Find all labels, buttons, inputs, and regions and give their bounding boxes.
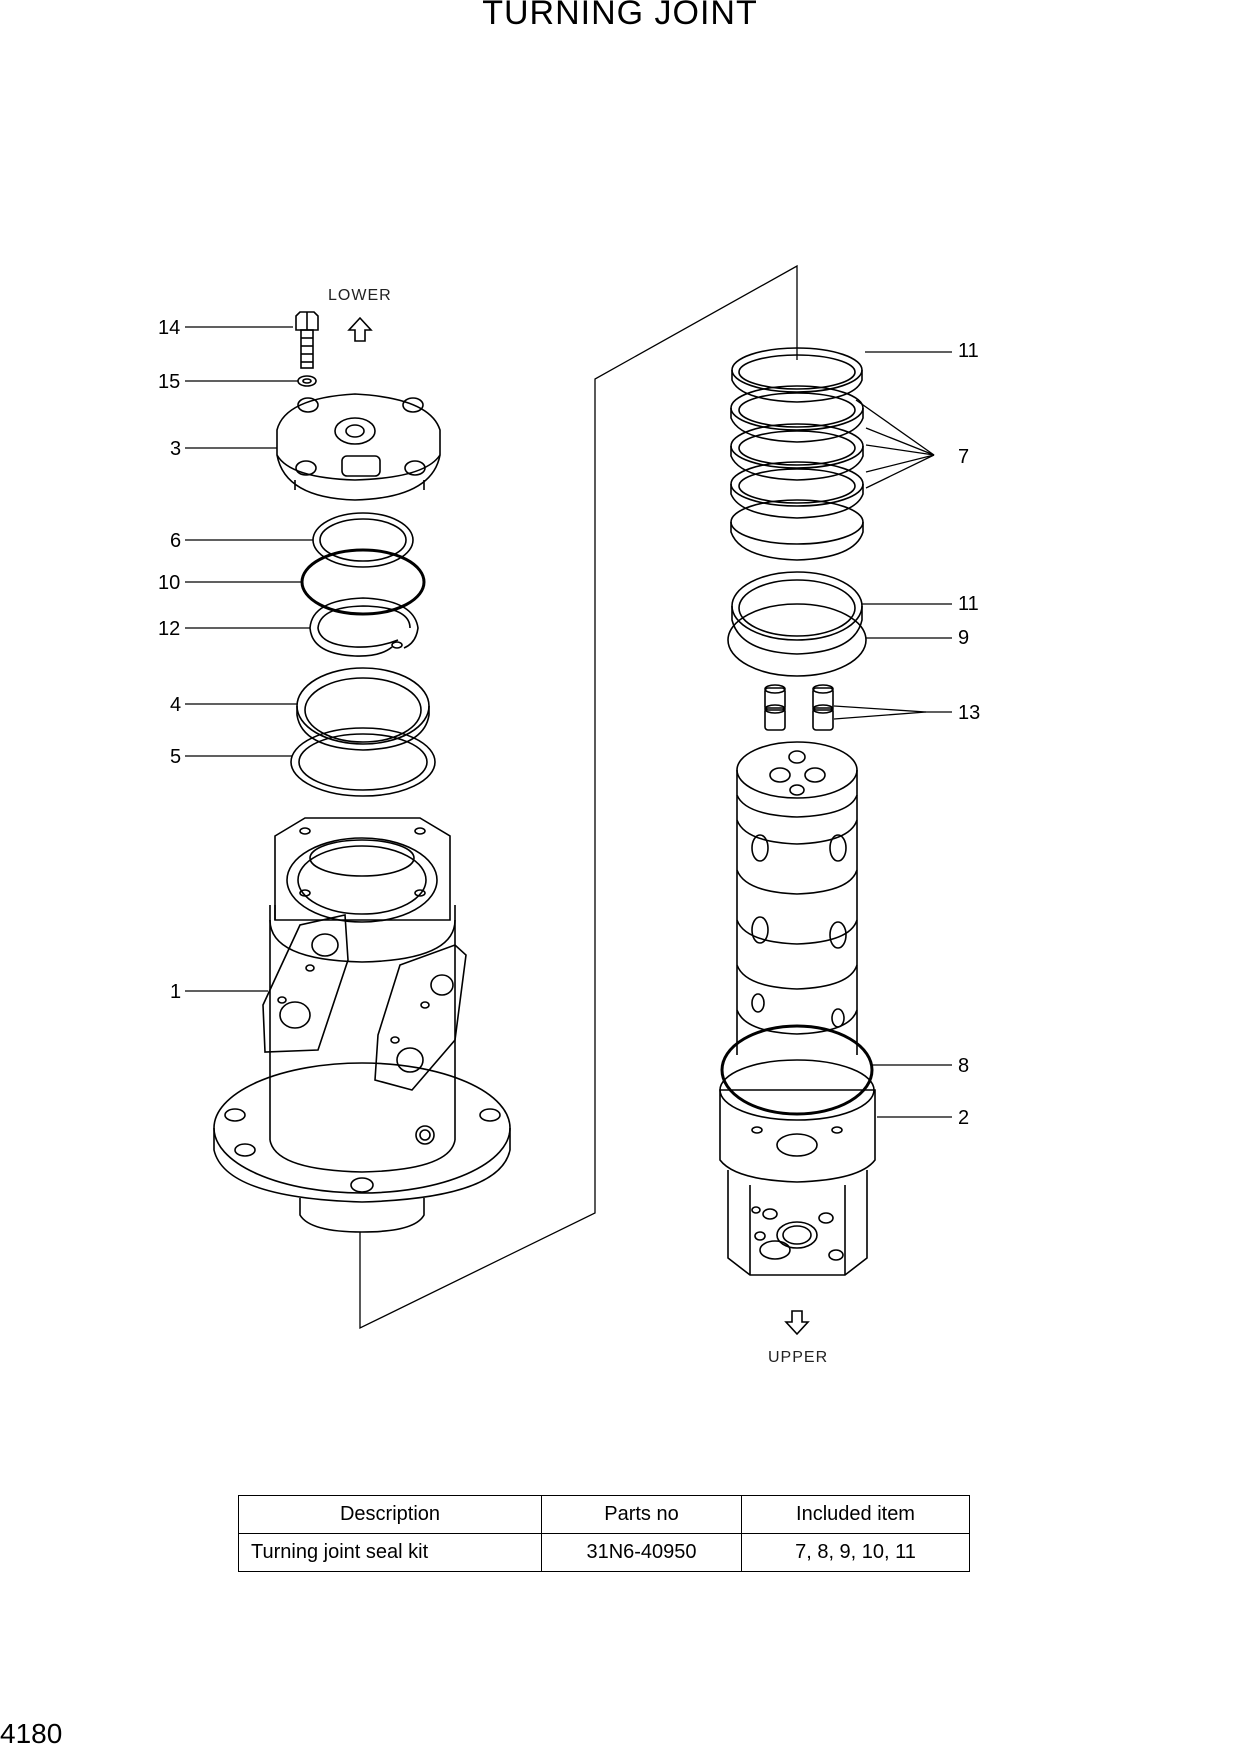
- table-header-row: Description Parts no Included item: [238, 1495, 970, 1534]
- callout-14: 14: [158, 317, 180, 339]
- down-arrow-icon: [784, 1310, 810, 1336]
- lower-direction: LOWER: [328, 287, 392, 342]
- callout-9: 9: [958, 627, 969, 649]
- part-6-ring: [312, 512, 414, 568]
- header-description: Description: [238, 1495, 542, 1534]
- up-arrow-icon: [347, 316, 373, 342]
- part-4-ring: [296, 667, 430, 751]
- part-1-hub: [213, 817, 511, 1233]
- cell-included-item: 7, 8, 9, 10, 11: [741, 1533, 970, 1572]
- callout-7: 7: [958, 446, 969, 468]
- callout-4: 4: [170, 694, 181, 716]
- part-8-o-ring: [720, 1024, 874, 1116]
- part-7-11-ring-stack: [730, 347, 864, 561]
- cell-description: Turning joint seal kit: [238, 1533, 542, 1572]
- part-10-o-ring: [300, 548, 426, 616]
- seal-kit-table: Description Parts no Included item Turni…: [238, 1495, 970, 1572]
- page-title: TURNING JOINT: [482, 0, 758, 32]
- part-15-washer: [297, 375, 317, 387]
- part-14-bolt: [295, 311, 319, 369]
- part-5-shim: [290, 727, 436, 797]
- table-row: Turning joint seal kit 31N6-40950 7, 8, …: [238, 1533, 970, 1572]
- callout-6: 6: [170, 530, 181, 552]
- cell-parts-no: 31N6-40950: [541, 1533, 742, 1572]
- callout-5: 5: [170, 746, 181, 768]
- callout-11-lower: 11: [958, 593, 979, 615]
- assembly-connector-line: [359, 264, 798, 1330]
- part-12-retaining-ring: [309, 597, 419, 657]
- callout-10: 10: [158, 572, 180, 594]
- callout-13: 13: [958, 702, 980, 724]
- callout-8: 8: [958, 1055, 969, 1077]
- callout-11-top: 11: [958, 340, 979, 362]
- lower-label: LOWER: [328, 287, 392, 304]
- callout-labels: 14 15 3 6 10 12 4 5 1 11 7 11 9 13 8 2: [158, 317, 980, 1129]
- callout-15: 15: [158, 371, 180, 393]
- part-13-plugs: [764, 684, 834, 731]
- page-number: 4180: [0, 1718, 63, 1749]
- callout-3: 3: [170, 438, 181, 460]
- callout-1: 1: [170, 981, 181, 1003]
- part-3-cover: [276, 393, 441, 501]
- callout-2: 2: [958, 1107, 969, 1129]
- part-11-9-lower-ring: [727, 571, 867, 677]
- header-included-item: Included item: [741, 1495, 970, 1534]
- upper-direction: UPPER: [768, 1310, 828, 1366]
- callout-12: 12: [158, 618, 180, 640]
- leader-lines: [185, 326, 952, 1118]
- header-parts-no: Parts no: [541, 1495, 742, 1534]
- upper-label: UPPER: [768, 1349, 828, 1366]
- part-2-shaft: [719, 741, 876, 1276]
